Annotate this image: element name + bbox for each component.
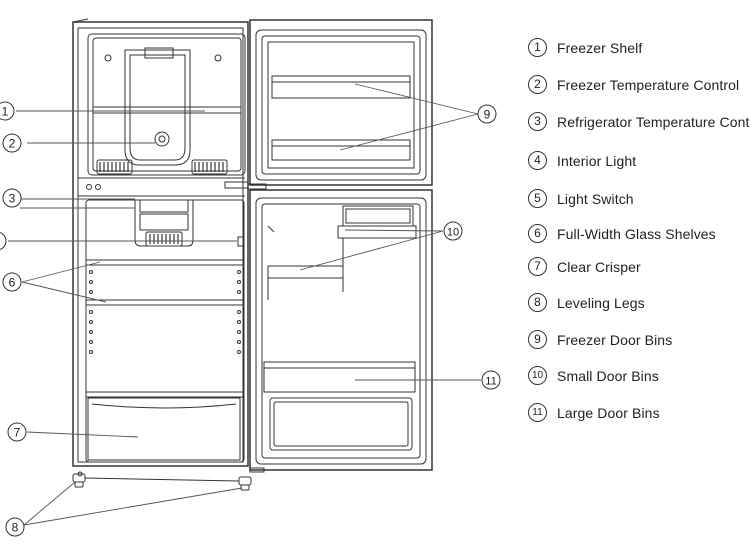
svg-text:2: 2 — [9, 137, 16, 151]
legend-label: Leveling Legs — [557, 294, 645, 311]
callout-6: 6 — [2, 272, 22, 292]
legend-item-10: 10 Small Door Bins — [528, 366, 659, 385]
callout-11: 11 — [481, 370, 501, 390]
light-switch — [237, 236, 244, 247]
legend-number: 10 — [528, 366, 547, 385]
leveling-leg-right — [238, 476, 252, 486]
legend-number: 4 — [528, 151, 547, 170]
glass-shelf-1 — [85, 259, 245, 266]
interior-light-housing — [134, 200, 194, 247]
legend-number: 2 — [528, 75, 547, 94]
parts-legend: 1 Freezer Shelf 2 Freezer Temperature Co… — [528, 38, 750, 438]
svg-text:3: 3 — [9, 192, 16, 206]
freezer-door-bin-1 — [271, 75, 411, 99]
legend-item-1: 1 Freezer Shelf — [528, 38, 642, 57]
svg-text:10: 10 — [447, 227, 459, 239]
crisper-drawer — [87, 397, 241, 461]
svg-text:9: 9 — [484, 108, 491, 122]
legend-label: Freezer Temperature Control — [557, 76, 740, 93]
freezer-shelf — [92, 106, 242, 114]
large-door-bin — [263, 361, 416, 393]
legend-label: Clear Crisper — [557, 258, 641, 275]
callout-7: 7 — [7, 422, 27, 442]
legend-item-5: 5 Light Switch — [528, 189, 634, 208]
legend-number: 9 — [528, 330, 547, 349]
svg-text:11: 11 — [485, 376, 496, 388]
legend-label: Freezer Shelf — [557, 39, 643, 56]
legend-label: Small Door Bins — [557, 367, 659, 384]
legend-number: 1 — [528, 38, 547, 57]
legend-item-9: 9 Freezer Door Bins — [528, 330, 672, 349]
callout-10: 10 — [443, 221, 463, 241]
callout-1: 1 — [0, 101, 15, 121]
fridge-compartment — [85, 199, 245, 463]
callout-8: 8 — [5, 517, 25, 537]
small-door-bin-2 — [337, 225, 417, 239]
legend-item-8: 8 Leveling Legs — [528, 293, 645, 312]
legend-number: 6 — [528, 224, 547, 243]
freezer-temp-knob — [154, 131, 170, 147]
callout-3: 3 — [2, 188, 22, 208]
legend-item-2: 2 Freezer Temperature Control — [528, 75, 739, 94]
legend-label: Full-Width Glass Shelves — [557, 225, 716, 242]
svg-text:8: 8 — [12, 521, 19, 535]
legend-label: Large Door Bins — [557, 404, 660, 421]
legend-item-3: 3 Refrigerator Temperature Control — [528, 112, 750, 131]
legend-number: 5 — [528, 189, 547, 208]
svg-text:7: 7 — [14, 426, 21, 440]
cabinet-body — [72, 21, 249, 467]
legend-number: 8 — [528, 293, 547, 312]
legend-item-11: 11 Large Door Bins — [528, 403, 660, 422]
svg-text:1: 1 — [2, 105, 9, 119]
legend-label: Light Switch — [557, 190, 634, 207]
callout-9: 9 — [477, 104, 497, 124]
legend-number: 11 — [528, 403, 547, 422]
legend-label: Interior Light — [557, 152, 637, 169]
legend-label: Freezer Door Bins — [557, 331, 673, 348]
legend-number: 7 — [528, 257, 547, 276]
svg-text:6: 6 — [9, 276, 16, 290]
freezer-door-bin-2 — [271, 139, 411, 161]
freezer-compartment — [87, 33, 246, 176]
glass-shelf-2 — [85, 299, 245, 306]
fridge-door — [249, 189, 433, 471]
legend-item-6: 6 Full-Width Glass Shelves — [528, 224, 716, 243]
legend-item-4: 4 Interior Light — [528, 151, 636, 170]
legend-item-7: 7 Clear Crisper — [528, 257, 641, 276]
legend-label: Refrigerator Temperature Control — [557, 113, 750, 130]
svg-text:5: 5 — [0, 235, 1, 249]
legend-number: 3 — [528, 112, 547, 131]
callout-2: 2 — [2, 133, 22, 153]
callout-5: 5 — [0, 231, 7, 251]
